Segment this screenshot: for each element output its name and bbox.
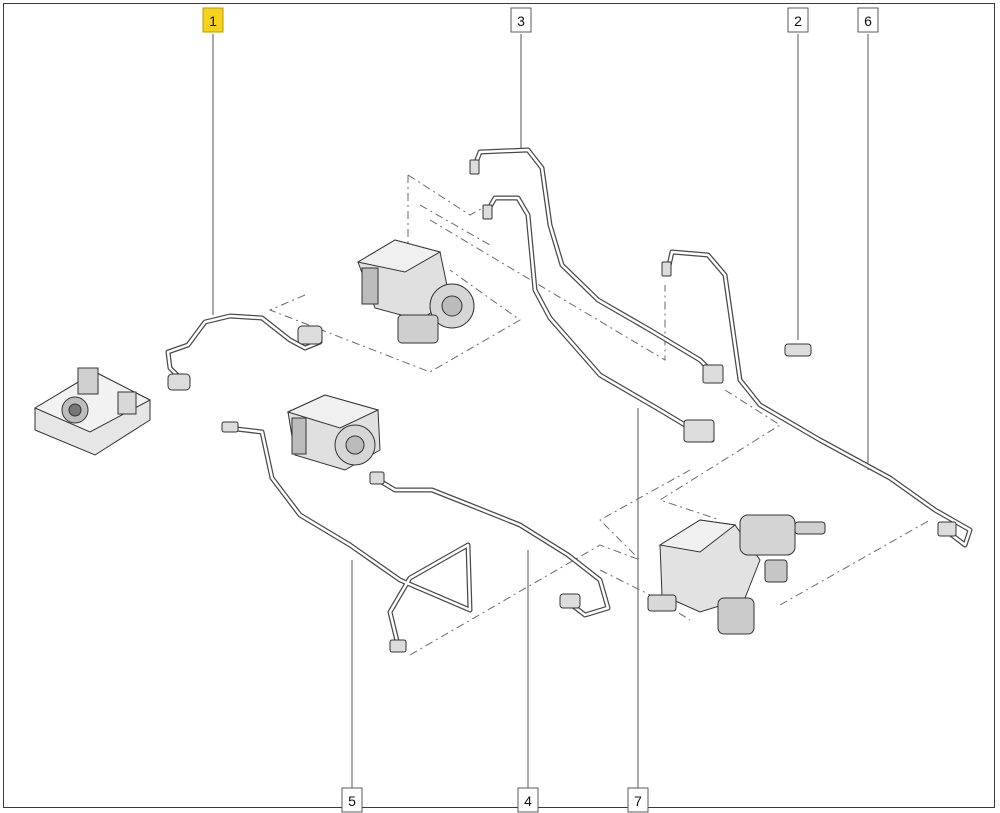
fitting-pipe-1-end (167, 373, 191, 391)
pipe-7 (486, 196, 714, 442)
callout-box-3[interactable] (510, 7, 532, 33)
abs-lower-motor-center (345, 435, 365, 455)
callout-number-3: 3 (517, 13, 525, 29)
diagram-frame (3, 3, 995, 808)
abs-lower-connector (291, 417, 307, 455)
callout-number-5: 5 (348, 793, 356, 809)
callout-number-2: 2 (794, 13, 802, 29)
brake-pipes (165, 147, 973, 648)
reservoir-unit (33, 367, 152, 456)
callout-markers[interactable]: 1 2 3 4 5 6 7 (202, 7, 879, 813)
fitting-pipe-6-end (661, 261, 672, 277)
callout-number-1: 1 (209, 13, 217, 29)
pipe-3-outline (472, 147, 721, 381)
callout-number-7: 7 (634, 793, 642, 809)
guide-to-pipe-6 (429, 219, 666, 361)
master-cylinder-top (658, 519, 737, 553)
guide-abs-top (407, 174, 489, 216)
fitting-pipe-5-lower (389, 639, 407, 653)
fitting-pipe-7-clip (683, 419, 715, 443)
booster-rod (794, 521, 826, 535)
guide-center (599, 469, 691, 561)
abs-modulator-upper (356, 239, 475, 344)
fitting-pipe-4-end (369, 471, 385, 485)
pipe-6 (666, 250, 972, 547)
pipe-7-outline (485, 195, 715, 443)
fitting-pipe-3-clip (702, 364, 724, 384)
master-cylinder-assembly (647, 514, 826, 635)
fitting-pipe-7-end (482, 204, 493, 220)
pipe-1 (166, 314, 322, 380)
guide-abs-base (268, 269, 521, 373)
pipe-5 (226, 426, 472, 647)
callout-box-2[interactable] (787, 7, 809, 33)
pressure-switch (764, 559, 788, 583)
abs-lower-top (286, 394, 380, 429)
abs-upper-connector (361, 267, 379, 305)
fitting-pipe-6-end-2 (937, 521, 957, 537)
abs-upper-top (356, 239, 442, 273)
callout-box-4[interactable] (517, 787, 539, 813)
callout-box-6[interactable] (857, 7, 879, 33)
callout-box-1[interactable] (202, 7, 224, 33)
fitting-pipe-4-lower (559, 593, 581, 609)
guide-lower-left (409, 544, 641, 656)
booster-body (739, 514, 796, 556)
callout-box-5[interactable] (341, 787, 363, 813)
callout-box-7[interactable] (627, 787, 649, 813)
master-cylinder-outlet (647, 594, 677, 612)
fitting-pipe-1-socket (297, 325, 323, 345)
pipe-3 (473, 148, 720, 380)
abs-upper-pump (397, 314, 439, 344)
callout-number-4: 4 (524, 793, 532, 809)
reservoir-bracket (77, 367, 99, 395)
reservoir-port (117, 391, 137, 415)
guide-abs-mid (419, 204, 491, 246)
guide-to-master (658, 389, 781, 521)
leader-lines (212, 34, 869, 788)
fitting-pipe-3-end (469, 159, 480, 175)
callout-number-6: 6 (864, 13, 872, 29)
abs-modulator-lower (286, 394, 381, 471)
pipe-1-outline (165, 313, 323, 381)
pipe-6-outline (665, 249, 973, 548)
reservoir-cap-center (68, 403, 82, 417)
fitting-pipe-5-end (221, 421, 239, 433)
bleed-screw (784, 343, 812, 357)
master-cylinder-reservoir (717, 597, 755, 635)
pipe-4 (373, 476, 610, 617)
pipe-fittings (167, 159, 957, 653)
abs-upper-motor-center (441, 295, 463, 317)
